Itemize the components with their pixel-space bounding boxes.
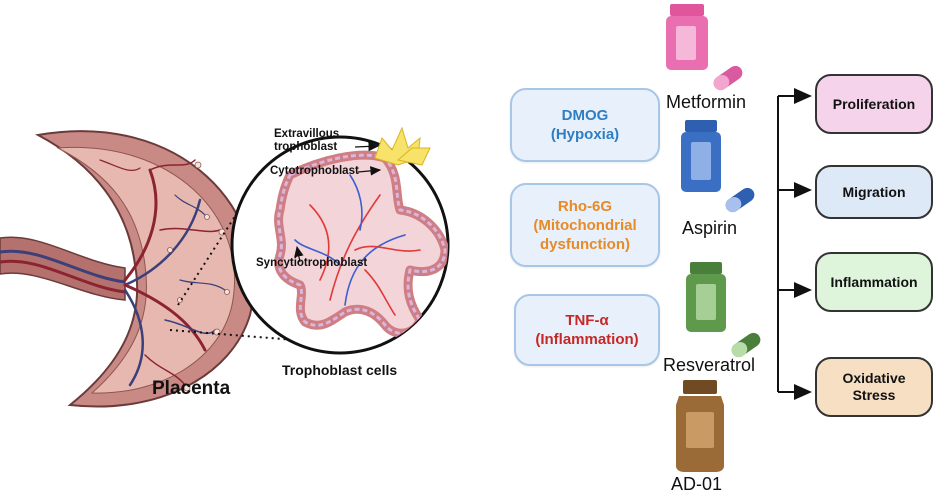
trophoblast-zoom-circle bbox=[230, 126, 450, 355]
drug-label-metformin: Metformin bbox=[666, 92, 747, 112]
drug-label-aspirin: Aspirin bbox=[682, 218, 738, 238]
trophoblast-cells-label: Trophoblast cells bbox=[282, 362, 398, 378]
stimulus-dmog-box: DMOG (Hypoxia) bbox=[510, 88, 660, 162]
stimulus-name: DMOG bbox=[561, 107, 609, 124]
stimulus-effect: (Hypoxia) bbox=[550, 126, 620, 143]
aspirin-bottle bbox=[681, 120, 755, 213]
outcome-label: Proliferation bbox=[832, 95, 916, 112]
outcome-proliferation-box: Proliferation bbox=[815, 74, 933, 134]
placenta-label: Placenta bbox=[152, 378, 231, 399]
extravillous-label: Extravillous trophoblast bbox=[274, 128, 340, 153]
drug-label-ad01: AD-01 bbox=[671, 474, 723, 494]
stimulus-tnfa-box: TNF-α (Inflammation) bbox=[514, 294, 660, 366]
resveratrol-bottle bbox=[686, 262, 761, 358]
ad01-bottle bbox=[676, 380, 724, 472]
stimulus-effect: (Inflammation) bbox=[535, 331, 639, 348]
outcome-migration-box: Migration bbox=[815, 165, 933, 219]
outcome-label: Oxidative bbox=[842, 370, 906, 386]
outcome-connectors bbox=[777, 88, 812, 400]
outcome-oxidative-stress-box: Oxidative Stress bbox=[815, 357, 933, 417]
outcome-inflammation-box: Inflammation bbox=[815, 252, 933, 312]
stimulus-name: Rho-6G bbox=[557, 197, 613, 215]
stimulus-rho6g-box: Rho-6G (Mitochondrial dysfunction) bbox=[510, 183, 660, 267]
outcome-label: Migration bbox=[842, 183, 906, 200]
stimulus-name: TNF-α bbox=[565, 312, 609, 329]
cytotrophoblast-label: Cytotrophoblast bbox=[270, 165, 359, 177]
outcome-label: Inflammation bbox=[830, 273, 918, 290]
placenta-illustration bbox=[0, 130, 255, 408]
drug-label-resveratrol: Resveratrol bbox=[663, 355, 756, 375]
stimulus-effect: (Mitochondrial bbox=[533, 216, 637, 234]
stimulus-effect-cont: dysfunction) bbox=[540, 235, 630, 253]
outcome-label-cont: Stress bbox=[852, 387, 896, 403]
syncytiotrophoblast-label: Syncytiotrophoblast bbox=[256, 257, 368, 269]
metformin-bottle bbox=[666, 4, 743, 91]
